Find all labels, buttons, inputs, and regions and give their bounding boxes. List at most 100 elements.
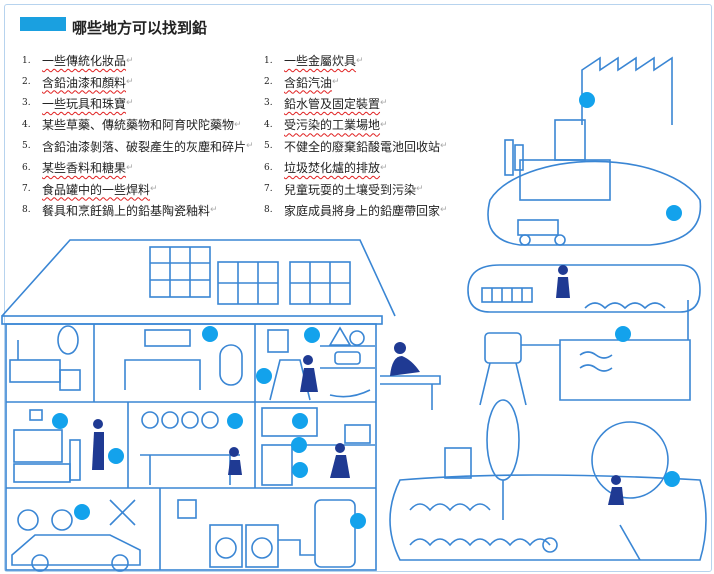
item-text: 餐具和烹飪鍋上的鉛基陶瓷釉料 [42,203,211,218]
paragraph-mark: ↵ [380,98,388,109]
paragraph-mark: ↵ [126,162,134,173]
item-number: 4. [22,119,31,130]
garage-car-icon [11,499,141,572]
laundry-room-icon [177,499,356,568]
paragraph-mark: ↵ [380,119,388,130]
item-number: 4. [264,119,273,130]
balcony-planter [380,375,441,385]
item-number: 5. [22,141,31,152]
dot-marker [74,504,90,520]
farm-field-icon [467,264,701,406]
man-painting-icon [93,419,103,429]
item-text: 垃圾焚化爐的排放 [284,161,381,176]
item-number: 7. [22,184,31,195]
item-text: 受污染的工業場地 [284,118,381,133]
list-item: 4.某些草藥、傳統藥物和阿育吠陀藥物↵ [22,114,254,135]
item-text: 含鉛油漆和顏料 [42,75,127,90]
dot-marker [350,513,366,529]
paragraph-mark: ↵ [234,119,242,130]
dot-marker [666,205,682,221]
solar-panels-icon [149,246,351,305]
paragraph-mark: ↵ [380,162,388,173]
item-text: 兒童玩耍的土壤受到污染 [284,182,417,197]
bathroom-icon [9,325,81,391]
location-dots [52,92,682,529]
list-item: 7. 兒童玩耍的土壤受到污染↵ [264,178,448,199]
item-number: 3. [264,98,273,109]
house-eave [1,315,383,325]
woman-gardening-icon [394,342,406,354]
dot-marker [579,92,595,108]
dot-marker [52,413,68,429]
dot-marker [202,326,218,342]
list-item: 6. 垃圾焚化爐的排放↵ [264,157,448,178]
list-item: 4. 受污染的工業場地↵ [264,114,448,135]
list-item: 3. 鉛水管及固定裝置↵ [264,93,448,114]
paragraph-mark: ↵ [356,55,364,66]
item-text: 家庭成員將身上的鉛塵帶回家 [284,203,441,218]
dot-marker [304,327,320,343]
paragraph-mark: ↵ [332,77,340,88]
woman-cooking-icon [335,443,345,453]
people-figures [92,265,624,505]
paragraph-mark: ↵ [440,205,448,216]
right-source-list: 1.一些金屬炊具↵2.含鉛汽油↵3.鉛水管及固定裝置↵4.受污染的工業場地↵5.… [264,50,448,221]
dot-marker [292,462,308,478]
item-number: 5. [264,141,273,152]
paragraph-mark: ↵ [126,55,134,66]
item-number: 8. [22,205,31,216]
paragraph-mark: ↵ [126,77,134,88]
list-item: 3. 一些玩具和珠寶↵ [22,93,254,114]
paragraph-mark: ↵ [150,184,158,195]
item-number: 2. [264,77,273,88]
item-number: 3. [22,98,31,109]
child-eating-icon [229,447,239,457]
page-title: 哪些地方可以找到鉛 [72,19,208,37]
dining-room-icon [140,411,240,485]
item-text: 含鉛汽油 [284,75,333,90]
list-item: 6.某些香料和糖果↵ [22,157,254,178]
item-text: 含鉛油漆剝落、破裂產生的灰塵和碎片 [42,139,247,154]
item-number: 1. [264,55,273,66]
item-text: 食品罐中的一些焊料 [42,182,151,197]
item-text: 一些玩具和珠寶 [42,96,127,111]
paragraph-mark: ↵ [246,141,254,152]
left-source-list: 1.一些傳統化妝品↵2.含鉛油漆和顏料↵3.一些玩具和珠寶↵4.某些草藥、傳統藥… [22,50,254,221]
house-roof [1,239,396,317]
item-text: 鉛水管及固定裝置 [284,96,381,111]
list-item: 5. 不健全的廢棄鉛酸電池回收站↵ [264,136,448,157]
dot-marker [291,437,307,453]
house-walls [5,323,377,571]
paragraph-mark: ↵ [126,98,134,109]
paragraph-mark: ↵ [210,205,218,216]
title-accent-bar [20,17,66,31]
item-number: 7. [264,184,273,195]
item-number: 8. [264,205,273,216]
list-item: 2. 含鉛汽油↵ [264,71,448,92]
item-number: 6. [22,162,31,173]
item-text: 不健全的廢棄鉛酸電池回收站 [284,139,441,154]
list-item: 8. 家庭成員將身上的鉛塵帶回家↵ [264,200,448,221]
paragraph-mark: ↵ [440,141,448,152]
dot-marker [615,326,631,342]
item-text: 一些傳統化妝品 [42,54,127,69]
item-number: 6. [264,162,273,173]
farmer-icon [558,265,568,275]
dot-marker [227,413,243,429]
dot-marker [292,413,308,429]
item-number: 2. [22,77,31,88]
slide-frame [4,4,712,572]
dot-marker [664,471,680,487]
list-item: 1.一些傳統化妝品↵ [22,50,254,71]
paragraph-mark: ↵ [416,184,424,195]
bedroom-icon [124,329,243,390]
park-playground-icon [389,399,707,561]
dot-marker [256,368,272,384]
list-item: 5. 含鉛油漆剝落、破裂產生的灰塵和碎片↵ [22,136,254,157]
kitchen-icon [261,407,375,486]
dot-marker [108,448,124,464]
girl-painting-icon [303,355,313,365]
kids-room-toys-icon [267,326,375,401]
